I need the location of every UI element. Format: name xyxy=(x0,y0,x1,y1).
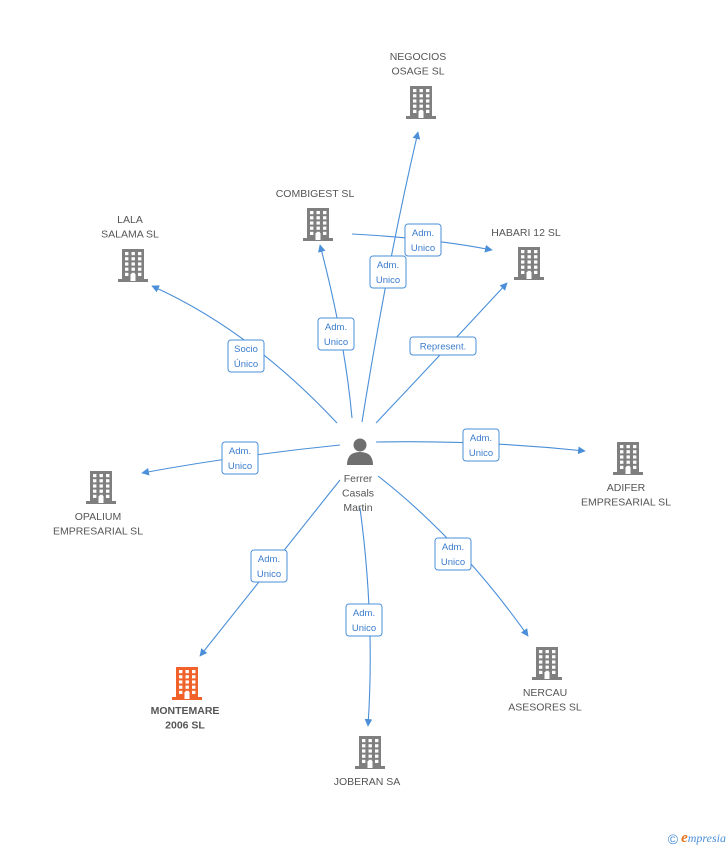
edge-label-background xyxy=(345,603,383,637)
node-label: COMBIGEST SL xyxy=(276,188,355,200)
building-icon xyxy=(355,736,385,769)
building-icon xyxy=(118,249,148,282)
building-icon xyxy=(406,86,436,119)
node-label: JOBERAN SA xyxy=(334,776,401,788)
node-label: LALA xyxy=(117,214,143,226)
edge-label-text: Adm. xyxy=(258,554,280,565)
node-adifer[interactable]: ADIFER EMPRESARIAL SL xyxy=(581,442,671,509)
edge-label-background xyxy=(369,255,407,289)
edge-label-background xyxy=(434,537,472,571)
edge-label-text: Unico xyxy=(469,448,493,459)
edge-label-background xyxy=(250,549,288,583)
node-label: 2006 SL xyxy=(165,720,205,732)
edge-center-to-opalium: Adm. Unico xyxy=(141,441,341,476)
edge-center-to-combigest: Adm. Unico xyxy=(317,244,355,419)
brand-initial: e xyxy=(681,830,688,846)
edge-label-background xyxy=(409,336,477,356)
edge-label-text: Socio xyxy=(234,344,258,355)
edge-label-text: Adm. xyxy=(442,542,464,553)
edge-label-text: Adm. xyxy=(325,322,347,333)
building-icon xyxy=(172,667,202,700)
person-icon xyxy=(347,438,373,465)
building-icon xyxy=(532,647,562,680)
edge-label-text: Adm. xyxy=(229,446,251,457)
edge-label-box[interactable]: Adm. Unico xyxy=(369,255,407,289)
node-negocios-osage[interactable]: NEGOCIOS OSAGE SL xyxy=(390,51,447,119)
edge-label-background xyxy=(462,428,500,462)
footer-brand: © empresia xyxy=(668,830,726,847)
edge-label-text: Unico xyxy=(324,337,348,348)
edges-layer: Adm.UnicoAdm.UnicoAdm.UnicoRepresent.Soc… xyxy=(141,131,586,727)
node-label: SALAMA SL xyxy=(101,229,159,241)
brand-logo[interactable]: empresia xyxy=(681,830,726,847)
edge-center-to-negocios-osage: Adm. Unico xyxy=(361,131,421,423)
edge-label-box[interactable]: Adm. Unico xyxy=(221,441,259,475)
edge-label-background xyxy=(404,223,442,257)
edge-label-text: Unico xyxy=(376,275,400,286)
edge-label-box[interactable]: Adm. Unico xyxy=(345,603,383,637)
node-label: Martin xyxy=(343,502,372,514)
edge-label-text: Único xyxy=(234,359,258,370)
edge-center-to-adifer: Adm. Unico xyxy=(375,428,586,462)
edge-label-text: Adm. xyxy=(412,228,434,239)
node-label: NERCAU xyxy=(523,687,567,699)
building-icon xyxy=(303,208,333,241)
edge-label-background xyxy=(227,339,265,373)
edge-label-text: Represent. xyxy=(420,342,466,353)
brand-rest: mpresia xyxy=(687,831,726,845)
node-label: NEGOCIOS xyxy=(390,51,447,63)
node-opalium[interactable]: OPALIUM EMPRESARIAL SL xyxy=(53,471,143,538)
node-label: MONTEMARE xyxy=(151,705,220,717)
edge-label-background xyxy=(317,317,355,351)
edge-label-text: Unico xyxy=(411,243,435,254)
node-label: ASESORES SL xyxy=(508,702,582,714)
edge-label-text: Adm. xyxy=(377,260,399,271)
edge-label-text: Unico xyxy=(228,461,252,472)
edge-label-box[interactable]: Adm. Unico xyxy=(404,223,442,257)
node-label: ADIFER xyxy=(607,482,646,494)
copyright-symbol: © xyxy=(667,830,679,847)
node-label: Casals xyxy=(342,488,374,500)
building-icon xyxy=(514,247,544,280)
node-label: OSAGE SL xyxy=(391,66,444,78)
edge-label-text: Unico xyxy=(257,569,281,580)
node-joberan[interactable]: JOBERAN SA xyxy=(334,736,401,788)
edge-center-to-habari-12: Represent. xyxy=(375,282,508,424)
edge-label-box[interactable]: Represent. xyxy=(409,336,477,356)
node-label: OPALIUM xyxy=(75,511,121,523)
edge-label-text: Adm. xyxy=(353,608,375,619)
node-label: HABARI 12 SL xyxy=(491,227,561,239)
edge-label-text: Adm. xyxy=(470,433,492,444)
node-nercau[interactable]: NERCAU ASESORES SL xyxy=(508,647,582,714)
edge-label-background xyxy=(221,441,259,475)
edge-label-box[interactable]: Adm. Unico xyxy=(250,549,288,583)
edge-label-box[interactable]: Adm. Unico xyxy=(462,428,500,462)
edge-label-box[interactable]: Adm. Unico xyxy=(434,537,472,571)
node-label: EMPRESARIAL SL xyxy=(53,526,143,538)
edge-center-to-montemare: Adm. Unico xyxy=(199,479,341,657)
edge-label-box[interactable]: Adm. Unico xyxy=(317,317,355,351)
edge-combigest-to-habari-12: Adm. Unico xyxy=(351,223,493,257)
node-lala-salama[interactable]: LALA SALAMA SL xyxy=(101,214,159,282)
node-label: EMPRESARIAL SL xyxy=(581,497,671,509)
edge-label-text: Unico xyxy=(441,557,465,568)
edge-center-to-nercau: Adm. Unico xyxy=(377,475,529,637)
edge-center-to-joberan: Adm. Unico xyxy=(345,507,383,727)
node-combigest[interactable]: COMBIGEST SL xyxy=(276,188,355,241)
node-label: Ferrer xyxy=(344,473,373,485)
building-icon xyxy=(613,442,643,475)
building-icon xyxy=(86,471,116,504)
edge-label-text: Unico xyxy=(352,623,376,634)
node-montemare[interactable]: MONTEMARE 2006 SL xyxy=(151,667,220,732)
node-habari-12[interactable]: HABARI 12 SL xyxy=(491,227,561,280)
